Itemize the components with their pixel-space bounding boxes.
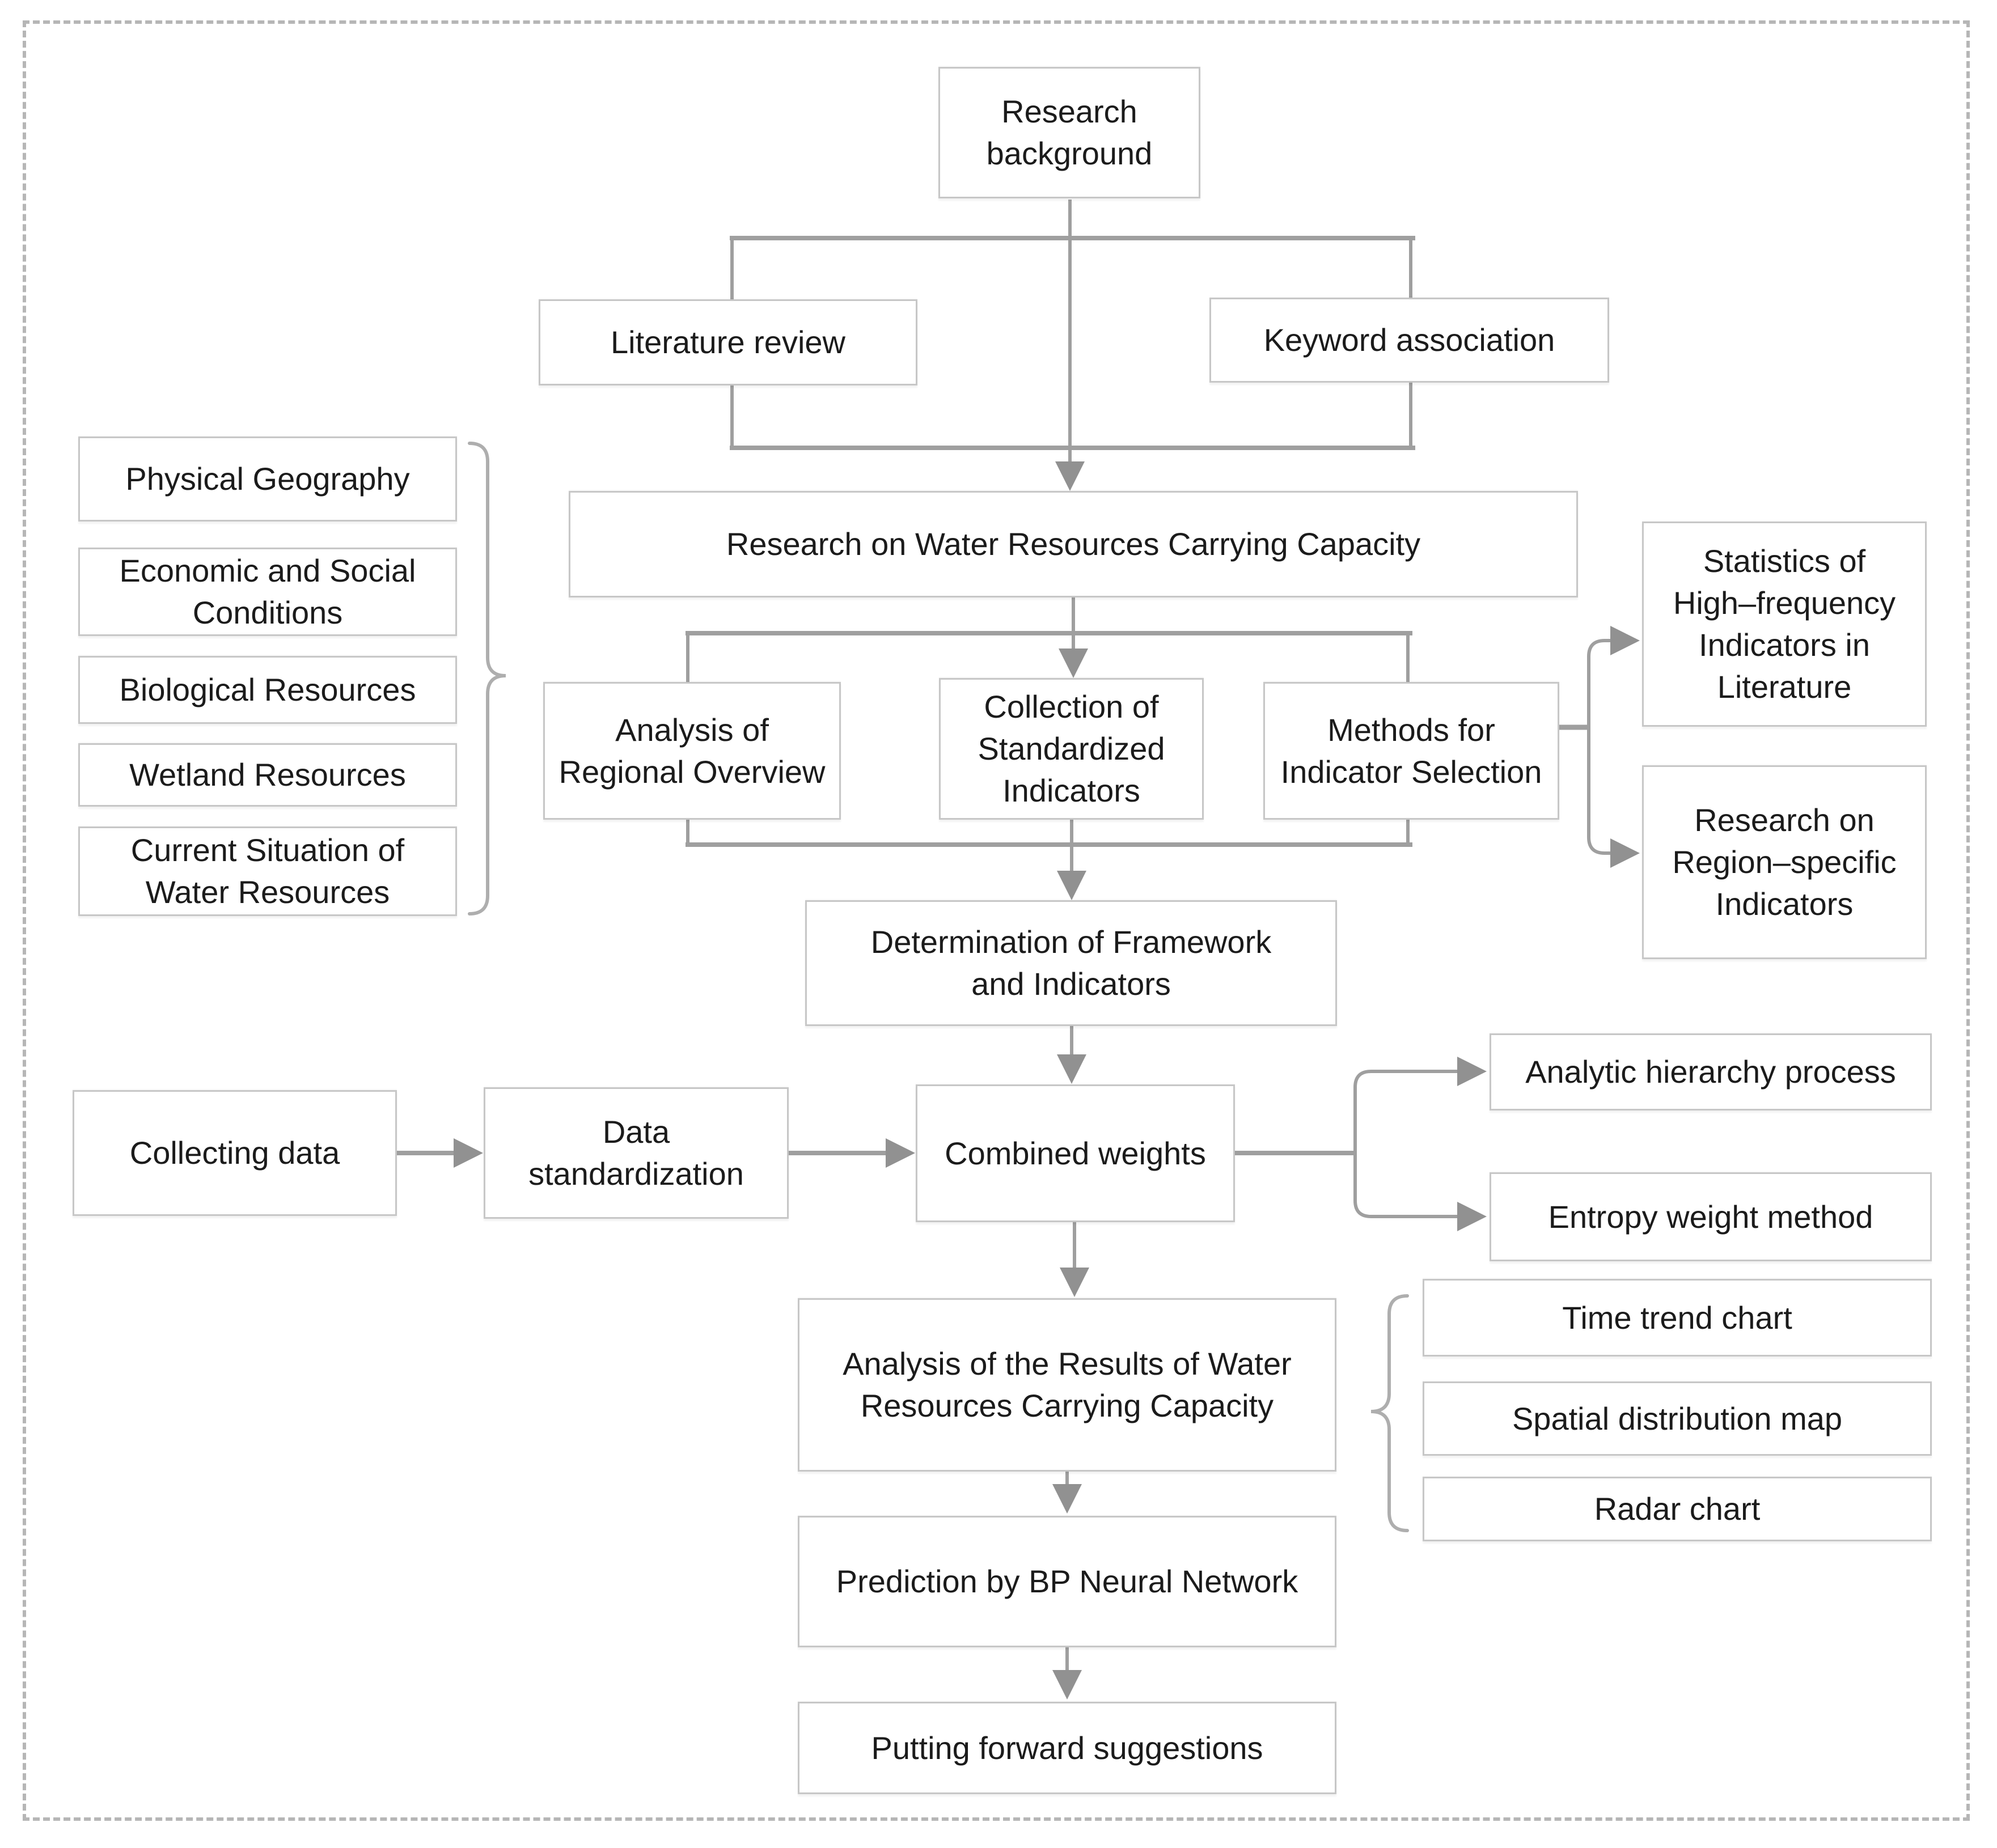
node-spatial-distribution-map: Spatial distribution map	[1423, 1381, 1932, 1456]
arrowhead-into-combined-weights	[1057, 1054, 1086, 1084]
node-research-background: Research background	[938, 67, 1200, 198]
node-methods-indicator-selection: Methods for Indicator Selection	[1263, 682, 1559, 820]
node-determination-framework: Determination of Framework and Indicator…	[805, 900, 1337, 1026]
node-economic-social-conditions: Economic and Social Conditions	[78, 548, 457, 636]
connector-to-ahp	[1353, 1070, 1457, 1153]
arrowhead-into-region-specific	[1610, 838, 1640, 868]
arrowhead-into-results	[1060, 1268, 1089, 1297]
arrowhead-into-ahp	[1457, 1057, 1487, 1086]
node-physical-geography: Physical Geography	[78, 436, 457, 522]
connector-to-entropy	[1353, 1153, 1457, 1218]
node-collecting-data: Collecting data	[73, 1090, 397, 1216]
node-collection-standardized: Collection of Standardized Indicators	[939, 678, 1204, 820]
node-statistics-high-frequency: Statistics of High–frequency Indicators …	[1642, 522, 1927, 727]
node-research-wrcc: Research on Water Resources Carrying Cap…	[569, 491, 1578, 597]
arrowhead-into-standardization	[454, 1138, 483, 1168]
arrowhead-into-statistics	[1610, 626, 1640, 655]
arrowhead-into-entropy	[1457, 1202, 1487, 1231]
left-brace-regional-overview	[468, 442, 506, 915]
node-research-region-specific: Research on Region–specific Indicators	[1642, 765, 1927, 959]
figure-dashed-border	[23, 20, 1970, 1821]
node-time-trend-chart: Time trend chart	[1423, 1279, 1932, 1357]
node-analysis-regional-overview: Analysis of Regional Overview	[543, 682, 841, 820]
arrowhead-into-prediction	[1052, 1484, 1082, 1514]
arrowhead-into-wrcc	[1055, 461, 1085, 491]
node-analysis-results: Analysis of the Results of Water Resourc…	[798, 1298, 1336, 1472]
node-radar-chart: Radar chart	[1423, 1477, 1932, 1541]
node-prediction-bp-neural-network: Prediction by BP Neural Network	[798, 1516, 1336, 1647]
connector-to-statistics	[1587, 639, 1610, 727]
node-putting-forward-suggestions: Putting forward suggestions	[798, 1702, 1336, 1794]
arrowhead-into-weights	[886, 1138, 915, 1168]
right-brace-result-charts	[1370, 1294, 1409, 1532]
node-entropy-weight-method: Entropy weight method	[1490, 1172, 1932, 1261]
node-data-standardization: Data standardization	[484, 1087, 789, 1219]
arrowhead-into-collection	[1059, 649, 1088, 678]
node-literature-review: Literature review	[539, 299, 917, 385]
node-keyword-association: Keyword association	[1209, 298, 1609, 383]
node-combined-weights: Combined weights	[916, 1084, 1235, 1222]
connector-to-region-specific	[1587, 727, 1610, 855]
node-current-situation-water: Current Situation of Water Resources	[78, 826, 457, 916]
node-biological-resources: Biological Resources	[78, 656, 457, 724]
arrowhead-into-determination	[1057, 871, 1086, 900]
node-wetland-resources: Wetland Resources	[78, 743, 457, 807]
arrowhead-into-suggestions	[1052, 1670, 1082, 1699]
node-analytic-hierarchy-process: Analytic hierarchy process	[1490, 1033, 1932, 1111]
